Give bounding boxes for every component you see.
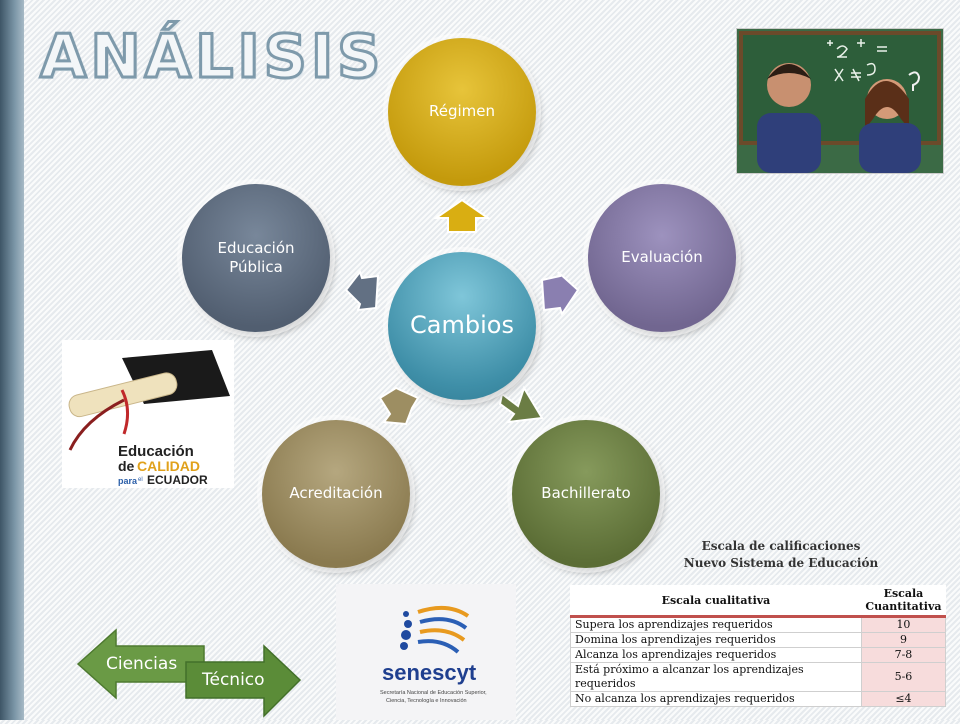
svg-text:de: de [118, 458, 135, 474]
svg-text:Educación: Educación [118, 443, 194, 460]
educacion-calidad-logo: Educación de CALIDAD para el ECUADOR [62, 340, 234, 488]
arrow-left-up-icon [344, 269, 380, 312]
grades-caption: Escala de calificaciones Nuevo Sistema d… [683, 539, 879, 570]
node-acreditacion: Acreditación [262, 420, 410, 568]
senescyt-logo: senescyt Secretaría Nacional de Educació… [336, 584, 516, 720]
node-bachillerato: Bachillerato [512, 420, 660, 568]
svg-text:Ciencia, Tecnología e Innovaci: Ciencia, Tecnología e Innovación [386, 698, 467, 704]
arrow-right-down-icon [498, 385, 544, 424]
slide-title: ANÁLISIS [38, 21, 385, 94]
students-chalkboard-image [736, 28, 944, 174]
svg-text:para: para [118, 476, 138, 486]
table-row: Está próximo a alcanzar los aprendizajes… [570, 662, 947, 692]
header-cualitativa: Escala cualitativa [570, 585, 862, 618]
center-node: Cambios [388, 252, 536, 400]
arrow-up-icon [434, 198, 490, 233]
left-accent-bar [0, 0, 24, 720]
svg-text:senescyt: senescyt [382, 660, 477, 685]
header-cuantitativa: Escala Cuantitativa [861, 585, 946, 618]
arrow-left-down-icon [378, 386, 420, 426]
svg-text:CALIDAD: CALIDAD [137, 458, 200, 474]
svg-text:Secretaría Nacional de Educaci: Secretaría Nacional de Educación Superio… [380, 690, 487, 696]
svg-text:ECUADOR: ECUADOR [147, 473, 208, 487]
arrow-right-up-icon [540, 271, 580, 316]
node-educacion-publica: Educación Pública [182, 184, 330, 332]
table-row: No alcanza los aprendizajes requeridos≤4 [570, 691, 947, 707]
svg-text:el: el [138, 477, 143, 483]
grades-table: Escala cualitativa Escala Cuantitativa S… [570, 585, 947, 707]
nav-back-ciencias[interactable]: Ciencias [76, 628, 206, 704]
nav-forward-tecnico[interactable]: Técnico [184, 644, 302, 720]
node-evaluacion: Evaluación [588, 184, 736, 332]
node-regimen: Régimen [388, 38, 536, 186]
grades-table-header: Escala cualitativa Escala Cuantitativa [570, 585, 946, 618]
right-arrow-icon [185, 644, 302, 718]
